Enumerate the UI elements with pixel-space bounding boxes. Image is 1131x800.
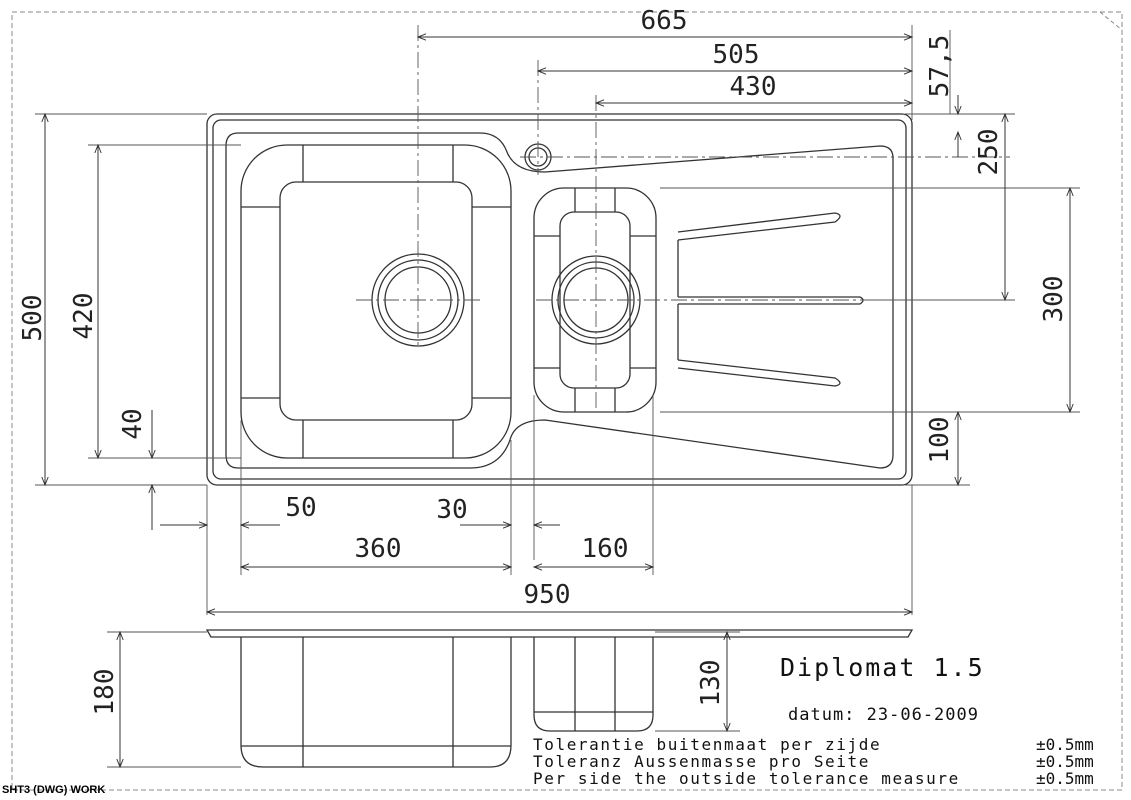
drawing-frame bbox=[11, 11, 1123, 791]
product-title: Diplomat 1.5 bbox=[780, 653, 985, 682]
sheet-label: SHT3 (DWG) WORK bbox=[2, 784, 106, 796]
extension-lines bbox=[35, 25, 1080, 768]
sink-outer-rim bbox=[206, 113, 913, 486]
dim-430: 430 bbox=[730, 72, 777, 102]
dim-505: 505 bbox=[713, 40, 760, 70]
dim-50: 50 bbox=[285, 493, 316, 523]
sink-side-view bbox=[205, 629, 914, 768]
dim-30: 30 bbox=[436, 495, 467, 525]
dim-665: 665 bbox=[641, 6, 688, 36]
date-line: datum: 23-06-2009 bbox=[788, 705, 979, 725]
tolerance-value: ±0.5mm bbox=[1036, 735, 1094, 754]
tolerance-value: ±0.5mm bbox=[1036, 752, 1094, 771]
dim-100: 100 bbox=[925, 417, 955, 464]
dim-40: 40 bbox=[118, 408, 148, 439]
tolerance-value: ±0.5mm bbox=[1036, 769, 1094, 788]
dim-57-5: 57,5 bbox=[925, 35, 955, 98]
dim-160: 160 bbox=[582, 534, 629, 564]
dim-180: 180 bbox=[90, 669, 120, 716]
dimension-lines bbox=[41, 33, 1074, 769]
sink-top-view bbox=[206, 113, 913, 486]
dim-300: 300 bbox=[1039, 276, 1069, 323]
side-half-bowl bbox=[533, 637, 654, 732]
dim-950: 950 bbox=[524, 580, 571, 610]
side-main-bowl bbox=[240, 637, 512, 768]
dim-360: 360 bbox=[355, 534, 402, 564]
centerlines bbox=[356, 25, 1010, 412]
tolerance-label: Tolerantie buitenmaat per zijde bbox=[533, 735, 881, 754]
drainer-grooves bbox=[677, 212, 864, 387]
dim-130: 130 bbox=[696, 660, 726, 707]
main-bowl bbox=[240, 144, 512, 459]
sink-inner-deck bbox=[225, 132, 894, 469]
dim-420: 420 bbox=[69, 293, 99, 340]
dim-250: 250 bbox=[974, 129, 1004, 176]
dim-500: 500 bbox=[18, 295, 48, 342]
tolerance-label: Per side the outside tolerance measure bbox=[533, 769, 960, 788]
tolerance-label: Toleranz Aussenmasse pro Seite bbox=[533, 752, 870, 771]
